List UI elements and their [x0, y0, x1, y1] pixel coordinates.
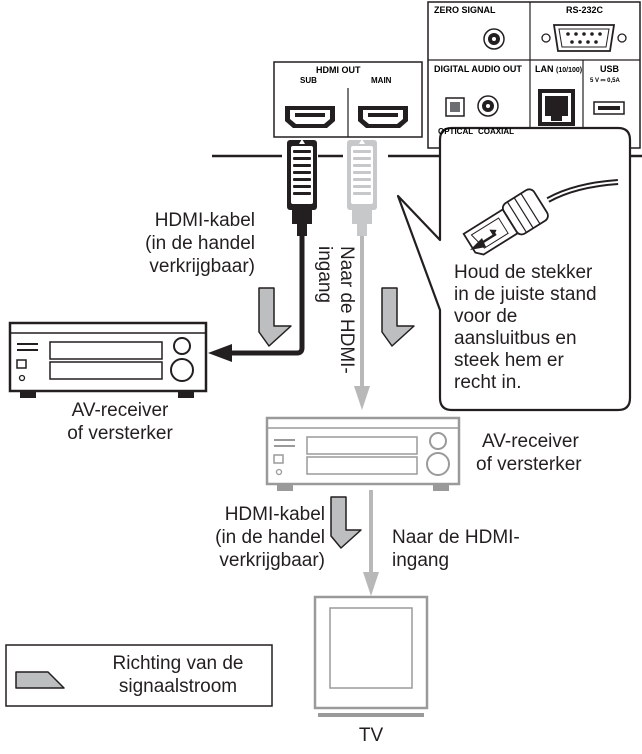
hdmi-plug-insert-icon — [462, 179, 619, 256]
cable-label-bottom-line: HDMI-kabel — [224, 504, 325, 525]
signal-flow-arrow-icon — [330, 496, 362, 549]
hdmi-sub-label: SUB — [300, 76, 317, 85]
cable-label-top-line: (in de handel — [145, 233, 255, 254]
usb-rating-label: 5 V ⎓ 0,5A — [590, 78, 620, 84]
signal-flow-legend-arrow-icon — [15, 671, 65, 689]
callout-line: aansluitbus en — [454, 328, 577, 349]
receiver-right-label: AV-receiver of versterker — [476, 430, 626, 476]
receiver-right-line: of versterker — [476, 454, 582, 475]
receiver-right-line: AV-receiver — [482, 431, 579, 452]
tv-icon — [313, 595, 429, 717]
lan-label: LAN (10/100) — [535, 64, 582, 76]
lan-label-text: LAN — [535, 64, 554, 74]
hdmi-in-vertical-label: Naar de HDMI- ingang — [313, 246, 357, 416]
legend-line: Richting van de — [112, 653, 244, 674]
av-receiver-left-icon — [8, 321, 208, 398]
hdmi-cable-black — [230, 236, 305, 356]
hdmi-plug-black-icon — [287, 139, 317, 236]
cable-arrowhead-down — [354, 386, 370, 410]
receiver-left-line: of versterker — [67, 423, 173, 444]
callout-line: recht in. — [454, 372, 522, 393]
callout-line: steek hem er — [454, 350, 564, 371]
coaxial-label: COAXIAL — [478, 127, 514, 136]
hdmi-sub-port-icon — [285, 106, 335, 128]
tv-label: TV — [358, 725, 384, 746]
optical-label: OPTICAL — [438, 127, 474, 136]
signal-flow-arrow-icon — [381, 287, 415, 347]
lan-port-icon — [538, 89, 575, 126]
rs232c-label: RS-232C — [566, 5, 604, 15]
usb-label: USB — [600, 64, 620, 74]
digital-audio-out-label: DIGITAL AUDIO OUT — [434, 64, 522, 74]
zero-signal-jack-icon — [483, 28, 505, 50]
receiver-left-label: AV-receiver of versterker — [50, 399, 190, 445]
legend-text: Richting van de signaalstroom — [88, 652, 268, 698]
receiver-left-line: AV-receiver — [71, 400, 169, 421]
cable-label-bottom-line: (in de handel — [215, 527, 325, 548]
hdmi-plug-gray-icon — [347, 139, 377, 236]
av-receiver-right-icon — [265, 416, 461, 491]
hdmi-main-port-icon — [358, 106, 408, 128]
cable-label-top-line: verkrijgbaar) — [149, 256, 255, 277]
hdmi-in-vertical-line: Naar de HDMI- — [336, 246, 357, 374]
hdmi-in-bottom-label: Naar de HDMI- ingang — [392, 526, 562, 572]
hdmi-main-label: MAIN — [371, 76, 392, 85]
optical-port-icon — [445, 97, 465, 117]
cable-label-bottom: HDMI-kabel (in de handel verkrijgbaar) — [160, 503, 325, 572]
cable-label-top: HDMI-kabel (in de handel verkrijgbaar) — [90, 209, 255, 278]
cable-label-bottom-line: verkrijgbaar) — [219, 550, 325, 571]
lan-speed-label: (10/100) — [556, 67, 583, 74]
callout-line: voor de — [454, 306, 518, 327]
callout-box — [396, 126, 632, 412]
callout-text: Houd de stekker in de juiste stand voor … — [454, 262, 624, 394]
usb-port-icon — [593, 101, 625, 115]
signal-flow-arrow-icon — [258, 287, 292, 347]
hdmi-in-bottom-line: Naar de HDMI- — [392, 527, 520, 548]
hdmi-in-bottom-line: ingang — [392, 550, 450, 571]
rs232c-connector-icon — [541, 24, 627, 52]
hdmi-out-label: HDMI OUT — [316, 65, 361, 75]
callout-line: Houd de stekker — [454, 262, 593, 283]
cable-arrowhead-down — [363, 572, 379, 596]
zero-signal-label: ZERO SIGNAL — [434, 5, 496, 15]
coaxial-jack-icon — [477, 95, 499, 117]
callout-line: in de juiste stand — [454, 284, 597, 305]
legend-line: signaalstroom — [118, 676, 238, 697]
cable-label-top-line: HDMI-kabel — [154, 210, 255, 231]
hdmi-in-vertical-line: ingang — [314, 246, 335, 304]
cable-arrowhead-left — [208, 344, 232, 362]
